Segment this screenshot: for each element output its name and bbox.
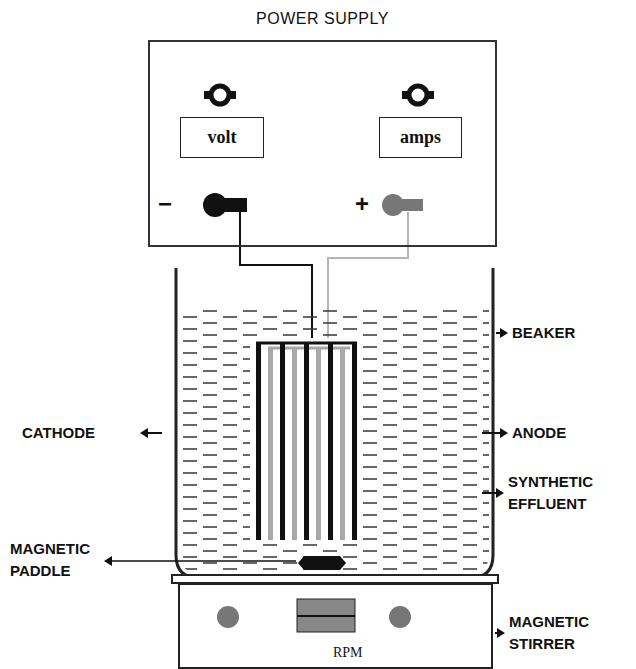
part-label: SYNTHETIC EFFLUENT bbox=[508, 471, 618, 515]
arrowhead bbox=[496, 488, 504, 498]
label-holder: MAGNETIC PADDLE bbox=[10, 538, 110, 582]
anode-plate bbox=[340, 348, 345, 540]
part-label: MAGNETIC PADDLE bbox=[10, 538, 110, 582]
power-supply-box: POWER SUPPLYvoltamps bbox=[148, 40, 497, 247]
leader-line bbox=[482, 492, 497, 494]
cathode-plate bbox=[352, 343, 357, 540]
terminal-sign: − bbox=[150, 191, 180, 217]
negative-terminal bbox=[203, 193, 227, 217]
label-holder: + bbox=[347, 191, 377, 217]
magnetic-stirrer-box: RPM bbox=[178, 583, 493, 669]
amps-meter-box: amps bbox=[379, 117, 462, 158]
beaker-outline bbox=[176, 268, 493, 578]
meter-label: amps bbox=[400, 127, 441, 148]
stirrer-plate bbox=[172, 575, 498, 583]
anode-plate bbox=[292, 348, 297, 540]
stirrer-knob bbox=[217, 606, 239, 628]
label-holder: − bbox=[150, 191, 180, 217]
dial-label: RPM bbox=[333, 645, 363, 661]
part-label: CATHODE bbox=[22, 422, 95, 444]
arrowhead bbox=[500, 428, 508, 438]
electrode-ground bbox=[250, 338, 362, 544]
stirrer-knob bbox=[389, 606, 411, 628]
volt-knob bbox=[211, 86, 229, 104]
label-holder: ANODE bbox=[512, 422, 566, 444]
arrowhead bbox=[500, 328, 508, 338]
arrowhead bbox=[104, 556, 112, 566]
label-holder: MAGNETIC STIRRER bbox=[509, 611, 619, 655]
anode-plate bbox=[316, 348, 321, 540]
label-holder: BEAKER bbox=[512, 322, 575, 344]
synthetic-effluent bbox=[180, 308, 489, 574]
leader-line bbox=[482, 432, 501, 434]
positive-terminal bbox=[382, 194, 404, 216]
anode-plate bbox=[268, 348, 273, 540]
cathode-plate bbox=[304, 343, 309, 540]
part-label: BEAKER bbox=[512, 322, 575, 344]
part-label: ANODE bbox=[512, 422, 566, 444]
part-label: MAGNETIC STIRRER bbox=[509, 611, 619, 655]
leader-line bbox=[111, 560, 296, 562]
cathode-plate bbox=[280, 343, 285, 540]
cathode-plate bbox=[328, 343, 333, 540]
label-holder: SYNTHETIC EFFLUENT bbox=[508, 471, 618, 515]
stirrer-display-line bbox=[297, 615, 355, 617]
cathode-plate bbox=[256, 343, 261, 540]
stirrer-display bbox=[297, 599, 355, 632]
magnetic-paddle bbox=[298, 556, 346, 570]
arrowhead bbox=[497, 628, 505, 638]
volt-meter-box: volt bbox=[180, 117, 264, 158]
amps-knob bbox=[409, 86, 427, 104]
meter-label: volt bbox=[208, 127, 237, 148]
terminal-sign: + bbox=[347, 191, 377, 217]
arrowhead bbox=[140, 428, 148, 438]
panel-heading: POWER SUPPLY bbox=[150, 9, 495, 29]
leader-line bbox=[147, 432, 162, 434]
label-holder: CATHODE bbox=[22, 422, 95, 444]
